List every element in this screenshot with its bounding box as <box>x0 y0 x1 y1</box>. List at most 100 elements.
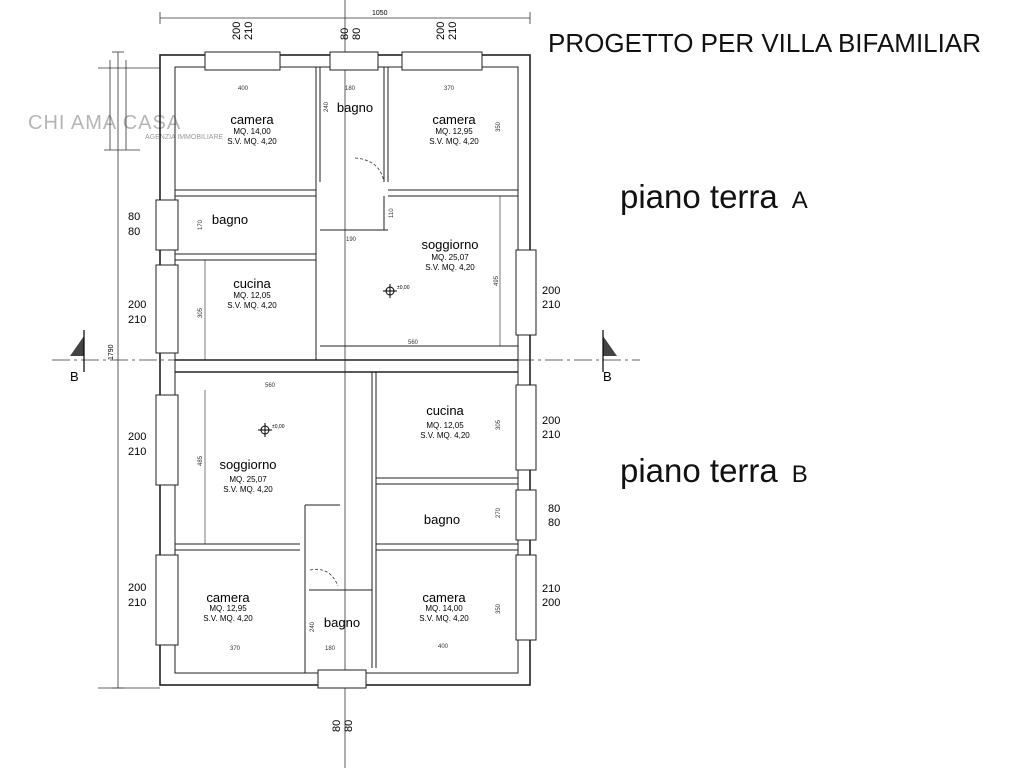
page-title: PROGETTO PER VILLA BIFAMILIAR <box>548 28 981 58</box>
door-swings <box>309 157 385 587</box>
room-bagno-b2-name: bagno <box>324 615 360 630</box>
level-mark-a-value: ±0,00 <box>397 285 410 291</box>
overall-dimensions: 1050 1790 <box>108 10 388 360</box>
room-bagno-a1: bagno <box>337 100 373 115</box>
room-cucina-a: cucina MQ. 12,05 S.V. MQ. 4,20 <box>227 276 277 310</box>
room-camera-b1-sv: S.V. MQ. 4,20 <box>203 614 253 623</box>
room-bagno-a2-name: bagno <box>212 212 248 227</box>
opening-top-mid-a: 80 <box>339 28 351 40</box>
room-soggiorno-a-area: MQ. 25,07 <box>431 253 469 262</box>
dim-w-bagno-a1: 180 <box>345 86 356 92</box>
room-soggiorno-b: soggiorno MQ. 25,07 S.V. MQ. 4,20 <box>219 457 276 494</box>
room-camera-a2-name: camera <box>432 112 476 127</box>
dim-w-rip-a: 190 <box>346 237 357 243</box>
dim-h-bagno-a1: 240 <box>324 101 330 112</box>
opening-top-right-a: 200 <box>435 22 447 40</box>
room-camera-b2-name: camera <box>422 590 466 605</box>
opening-top-right-b: 210 <box>447 22 459 40</box>
opening-top-left-b: 210 <box>243 22 255 40</box>
room-labels: camera MQ. 14,00 S.V. MQ. 4,20 bagno cam… <box>203 100 479 630</box>
room-camera-a2-area: MQ. 12,95 <box>435 127 473 136</box>
room-bagno-a2: bagno <box>212 212 248 227</box>
room-cucina-b: cucina MQ. 12,05 S.V. MQ. 4,20 <box>420 403 470 440</box>
room-camera-a1-area: MQ. 14,00 <box>233 127 271 136</box>
room-camera-b2-sv: S.V. MQ. 4,20 <box>419 614 469 623</box>
opening-right-bagno-b: 80 <box>548 517 560 529</box>
opening-right-soggiorno-a: 200 <box>542 285 560 297</box>
level-label-a: piano terra A <box>620 178 808 216</box>
room-camera-b1-name: camera <box>206 590 250 605</box>
dim-h-camera-a2: 350 <box>496 121 502 132</box>
room-camera-a1-name: camera <box>230 112 274 127</box>
opening-right-camera-b: 200 <box>542 597 560 609</box>
room-bagno-b2: bagno <box>324 615 360 630</box>
level-mark-a: ±0,00 <box>383 284 410 298</box>
dim-w-camera-b2: 400 <box>438 644 449 650</box>
opening-top-mid-b: 80 <box>351 28 363 40</box>
watermark-name: CHI AMA CASA <box>28 112 182 134</box>
room-soggiorno-b-area: MQ. 25,07 <box>229 475 267 484</box>
room-cucina-a-area: MQ. 12,05 <box>233 291 271 300</box>
watermark-logo: CHI AMA CASA <box>28 112 181 135</box>
overall-height: 1790 <box>108 344 115 360</box>
window-openings <box>155 51 537 689</box>
section-right-arrow <box>603 336 617 356</box>
room-cucina-a-name: cucina <box>233 276 271 291</box>
construction-lines <box>52 0 640 768</box>
room-soggiorno-a-name: soggiorno <box>421 237 478 252</box>
overall-width: 1050 <box>372 10 388 17</box>
level-marks: ±0,00 ±0,00 <box>258 284 410 437</box>
section-markers: B B <box>70 330 617 384</box>
level-a-letter: A <box>791 187 808 214</box>
section-left-arrow <box>70 336 84 356</box>
room-camera-b1: camera MQ. 12,95 S.V. MQ. 4,20 <box>203 590 253 623</box>
dim-h-cucina-a: 305 <box>198 307 204 318</box>
opening-left-bagno-b: 80 <box>128 226 140 238</box>
room-bagno-b1: bagno <box>424 512 460 527</box>
opening-bottom-mid-b: 80 <box>343 720 355 732</box>
room-cucina-b-area: MQ. 12,05 <box>426 421 464 430</box>
dim-h-cucina-b: 305 <box>496 419 502 430</box>
opening-labels: 200 210 80 80 200 210 80 80 200 210 200 … <box>128 22 560 732</box>
opening-right-camera-a: 210 <box>542 583 560 595</box>
room-cucina-a-sv: S.V. MQ. 4,20 <box>227 301 277 310</box>
opening-left-soggiorno-b: 210 <box>128 446 146 458</box>
opening-top-left-a: 200 <box>231 22 243 40</box>
room-cucina-b-sv: S.V. MQ. 4,20 <box>420 431 470 440</box>
dim-h-bagno-b2: 240 <box>310 621 316 632</box>
room-camera-a2-sv: S.V. MQ. 4,20 <box>429 137 479 146</box>
opening-right-cucina-b: 210 <box>542 429 560 441</box>
room-soggiorno-a-sv: S.V. MQ. 4,20 <box>425 263 475 272</box>
level-mark-b: ±0,00 <box>258 423 285 437</box>
dim-h-camera-b2: 350 <box>496 603 502 614</box>
section-left-label: B <box>70 369 79 384</box>
opening-left-camera-a: 200 <box>128 582 146 594</box>
level-mark-b-value: ±0,00 <box>272 424 285 430</box>
dim-w-bagno-b2: 180 <box>325 646 336 652</box>
dim-h-soggiorno-a: 495 <box>494 275 500 286</box>
dim-w-camera-b1: 370 <box>230 646 241 652</box>
dim-h-rip-a: 110 <box>389 208 395 218</box>
dim-h-bagno-a2: 170 <box>198 219 204 230</box>
opening-bottom-mid-a: 80 <box>331 720 343 732</box>
dim-h-soggiorno-b: 485 <box>198 455 204 466</box>
room-soggiorno-a: soggiorno MQ. 25,07 S.V. MQ. 4,20 <box>421 237 478 272</box>
opening-right-soggiorno-b: 210 <box>542 299 560 311</box>
room-camera-b2-area: MQ. 14,00 <box>425 604 463 613</box>
opening-left-soggiorno-a: 200 <box>128 431 146 443</box>
dim-w-camera-a2: 370 <box>444 86 455 92</box>
level-b-text: piano terra <box>620 452 778 489</box>
room-soggiorno-b-name: soggiorno <box>219 457 276 472</box>
room-bagno-b1-name: bagno <box>424 512 460 527</box>
room-camera-b2: camera MQ. 14,00 S.V. MQ. 4,20 <box>419 590 469 623</box>
opening-right-bagno-a: 80 <box>548 503 560 515</box>
opening-right-cucina-a: 200 <box>542 415 560 427</box>
level-a-text: piano terra <box>620 178 778 215</box>
room-camera-a2: camera MQ. 12,95 S.V. MQ. 4,20 <box>429 112 479 146</box>
opening-left-cucina-b: 210 <box>128 314 146 326</box>
room-cucina-b-name: cucina <box>426 403 464 418</box>
room-bagno-a1-name: bagno <box>337 100 373 115</box>
dim-w-camera-a1: 400 <box>238 86 249 92</box>
